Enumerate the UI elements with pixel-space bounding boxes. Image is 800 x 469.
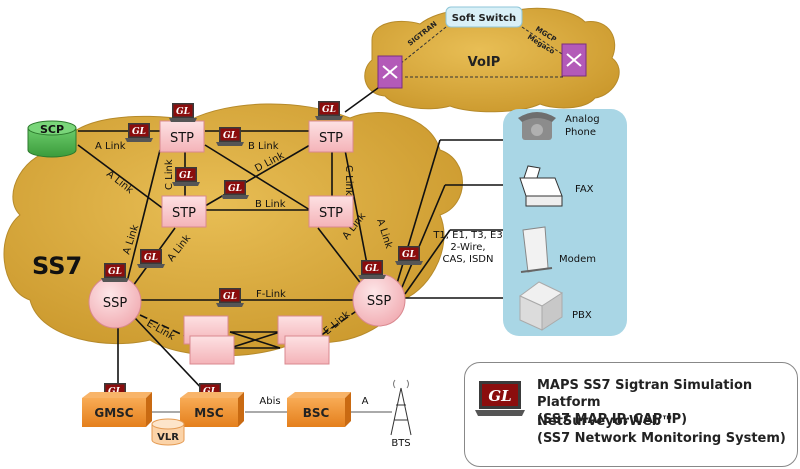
interfaces-line1: T1, E1, T3, E3: [432, 230, 502, 241]
gl-probe-icon: [125, 123, 153, 142]
bsc-node[interactable]: BSC: [287, 392, 351, 427]
gl-probe-icon: [169, 103, 197, 122]
bts-tower-icon: [390, 379, 412, 436]
gl-probe-icon: [221, 180, 249, 199]
vlr-node[interactable]: VLR: [151, 418, 185, 446]
svg-text:GL: GL: [488, 387, 511, 405]
c-link-label-1: C Link: [164, 159, 175, 190]
ssp-node-left[interactable]: SSP: [88, 275, 142, 329]
analog-phone-icon: [518, 112, 556, 140]
abis-label: Abis: [259, 396, 280, 407]
svg-text:VLR: VLR: [157, 432, 179, 443]
stp-node-bottom-left[interactable]: STP: [161, 195, 207, 228]
analog-phone-label-2: Phone: [565, 127, 596, 138]
stp-node-bottom-right[interactable]: STP: [308, 195, 354, 228]
svg-text:MSC: MSC: [194, 406, 224, 420]
switch-pair-right: [277, 315, 330, 365]
device-panel: [503, 109, 627, 336]
legend-product2-title: NetSurveyorWeb™: [537, 414, 675, 429]
svg-text:STP: STP: [170, 131, 194, 146]
a-link-label-1: A Link: [95, 141, 126, 152]
b-link-label-1: B Link: [248, 141, 279, 152]
gl-laptop-icon: GL: [475, 381, 525, 416]
softswitch-label: Soft Switch: [452, 13, 516, 24]
c-link-label-2: C Link: [343, 165, 354, 196]
svg-text:STP: STP: [319, 206, 343, 221]
svg-text:SSP: SSP: [367, 294, 392, 309]
legend-product1-subtitle: (SS7 MAP IP, CAP IP): [537, 412, 688, 427]
legend-product1: MAPS SS7 Sigtran Simulation Platform (SS…: [537, 377, 797, 428]
voip-gateway-right: [561, 43, 587, 77]
scp-node[interactable]: SCP: [27, 120, 77, 158]
legend-product2: NetSurveyorWeb™ (SS7 Network Monitoring …: [537, 413, 786, 447]
interfaces-line3: CAS, ISDN: [442, 254, 493, 265]
gl-probe-icon: [395, 246, 423, 265]
svg-text:SSP: SSP: [103, 296, 128, 311]
voip-label: VoIP: [468, 55, 501, 70]
interfaces-line2: 2-Wire,: [450, 242, 485, 253]
switch-pair-left: [183, 315, 235, 365]
ssp-node-right[interactable]: SSP: [352, 273, 406, 327]
softswitch-box: [445, 6, 523, 28]
gmsc-node[interactable]: GMSC: [82, 392, 152, 427]
f-link-label: F-Link: [256, 289, 286, 300]
svg-text:STP: STP: [172, 206, 196, 221]
modem-icon: [520, 226, 553, 273]
modem-label: Modem: [559, 254, 596, 265]
gl-probe-icon: [216, 127, 244, 146]
stp-node-top-left[interactable]: STP: [159, 120, 205, 153]
pbx-label: PBX: [572, 310, 592, 321]
msc-node[interactable]: MSC: [180, 392, 244, 427]
stp-node-top-right[interactable]: STP: [308, 120, 354, 153]
svg-text:BSC: BSC: [303, 406, 330, 420]
svg-text:GMSC: GMSC: [94, 406, 133, 420]
gl-probe-icon: [101, 263, 129, 282]
bts-label: BTS: [391, 438, 410, 449]
pbx-icon: [519, 281, 564, 331]
gl-probe-icon: [137, 249, 165, 268]
fax-label: FAX: [575, 184, 594, 195]
voip-gateway-left: [377, 55, 403, 89]
legend-product2-subtitle: (SS7 Network Monitoring System): [537, 431, 786, 446]
gl-probe-icon: [216, 288, 244, 307]
gl-probe-icon: [358, 260, 386, 279]
b-link-label-2: B Link: [255, 199, 286, 210]
analog-phone-label-1: Analog: [565, 114, 600, 125]
gl-probe-icon: [315, 101, 343, 120]
gl-probe-icon: [172, 167, 200, 186]
fax-icon: [519, 165, 563, 207]
a-interface-label: A: [362, 396, 369, 407]
legend-box: GL MAPS SS7 Sigtran Simulation Platform …: [464, 362, 798, 467]
svg-text:STP: STP: [319, 131, 343, 146]
ss7-label: SS7: [32, 252, 82, 280]
legend-product1-title: MAPS SS7 Sigtran Simulation Platform: [537, 378, 753, 410]
scp-label: SCP: [40, 123, 64, 136]
